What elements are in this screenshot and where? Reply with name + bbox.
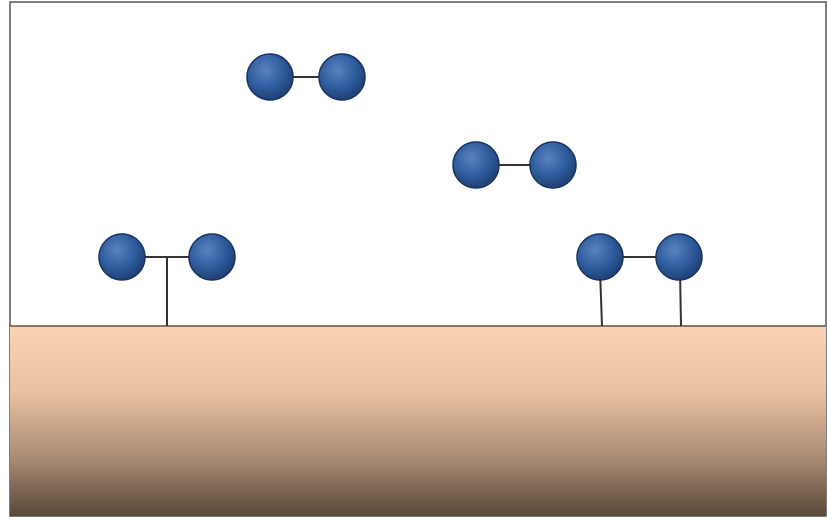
atom-sphere — [655, 233, 703, 281]
atom-sphere — [188, 233, 236, 281]
molecule-dissociative-adsorbed — [576, 233, 703, 327]
molecule-free-2 — [452, 141, 577, 189]
atom-sphere — [318, 53, 366, 101]
solid-surface — [10, 326, 826, 516]
atom-sphere — [246, 53, 294, 101]
atom-sphere — [98, 233, 146, 281]
atom-sphere — [576, 233, 624, 281]
atom-sphere — [452, 141, 500, 189]
atom-sphere — [529, 141, 577, 189]
molecule-free-1 — [246, 53, 366, 101]
molecule-molecular-adsorbed — [98, 233, 236, 326]
